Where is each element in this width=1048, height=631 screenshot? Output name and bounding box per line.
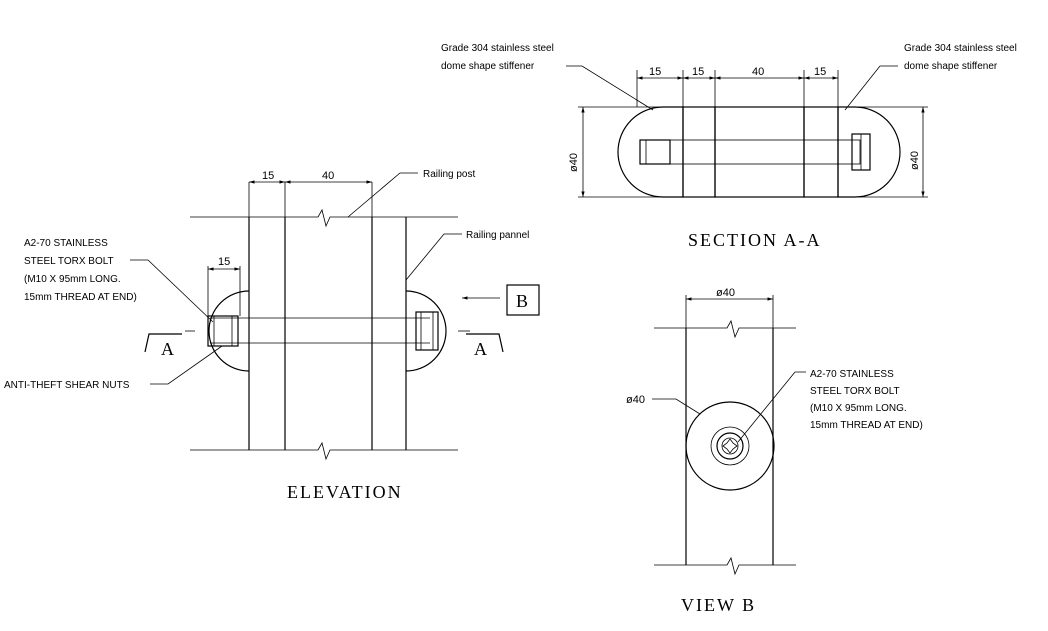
svg-text:(M10 X 95mm LONG.: (M10 X 95mm LONG. [810, 403, 907, 414]
sec-right-note: Grade 304 stainless steel dome shape sti… [904, 43, 1017, 72]
svg-text:Grade 304 stainless steel: Grade 304 stainless steel [904, 43, 1017, 54]
view-b-marker-label: B [516, 291, 528, 311]
railing-post-label: Railing post [423, 169, 475, 180]
elev-dim-15: 15 [262, 170, 274, 182]
elevation-title: ELEVATION [287, 482, 403, 502]
svg-text:STEEL TORX BOLT: STEEL TORX BOLT [24, 256, 114, 267]
elev-dim-40: 40 [322, 170, 334, 182]
svg-text:15mm THREAD AT END): 15mm THREAD AT END) [810, 420, 923, 431]
sec-left-note: Grade 304 stainless steel dome shape sti… [441, 43, 554, 72]
elev-dim-15-bolt: 15 [218, 256, 230, 268]
section-title: SECTION A-A [688, 230, 822, 250]
view-b-title: VIEW B [681, 595, 756, 615]
view-b-bolt-note: A2-70 STAINLESS STEEL TORX BOLT (M10 X 9… [810, 369, 923, 431]
view-b-marker [506, 284, 540, 316]
sec-dia-right: ø40 [909, 151, 921, 170]
elev-bolt-note: A2-70 STAINLESS STEEL TORX BOLT (M10 X 9… [24, 238, 137, 303]
railing-panel-label: Railing pannel [466, 230, 529, 241]
svg-text:dome shape stiffener: dome shape stiffener [441, 61, 535, 72]
shear-nuts-label: ANTI-THEFT SHEAR NUTS [4, 380, 130, 391]
svg-text:Grade 304 stainless steel: Grade 304 stainless steel [441, 43, 554, 54]
svg-text:15mm THREAD AT END): 15mm THREAD AT END) [24, 292, 137, 303]
sec-dim-4: 15 [814, 66, 826, 78]
view-b-dia-top: ø40 [716, 287, 735, 299]
svg-text:A2-70 STAINLESS: A2-70 STAINLESS [810, 369, 894, 380]
svg-text:(M10 X 95mm LONG.: (M10 X 95mm LONG. [24, 274, 121, 285]
view-b: ø40 ø40 A2-70 STAINLESS STEEL TORX BOLT … [626, 287, 923, 615]
section-a-a-view: 15 15 40 15 ø40 ø40 Grade 304 stainless … [441, 43, 1017, 250]
sec-dia-left: ø40 [568, 153, 580, 172]
section-mark-right: A [474, 339, 487, 359]
sec-dim-3: 40 [752, 66, 764, 78]
sec-dim-2: 15 [692, 66, 704, 78]
svg-text:STEEL TORX BOLT: STEEL TORX BOLT [810, 386, 900, 397]
elevation-view: 15 40 15 Railing post Railing pannel A2-… [4, 169, 540, 502]
sec-dim-1: 15 [649, 66, 661, 78]
view-b-dia-left: ø40 [626, 394, 645, 406]
section-mark-left: A [161, 339, 174, 359]
svg-text:dome shape stiffener: dome shape stiffener [904, 61, 998, 72]
svg-text:A2-70 STAINLESS: A2-70 STAINLESS [24, 238, 108, 249]
